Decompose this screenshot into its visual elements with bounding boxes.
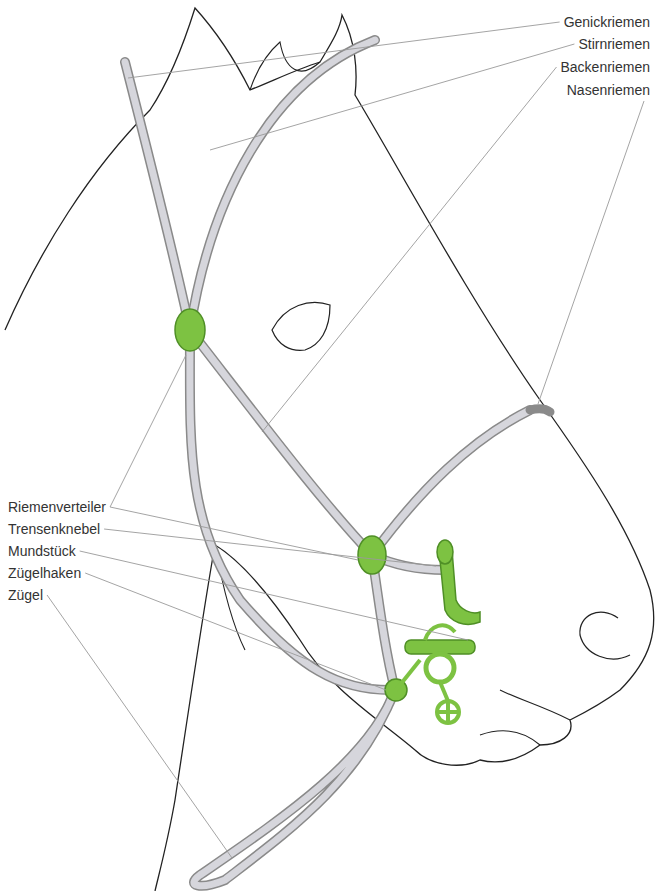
horse-eye: [272, 302, 330, 350]
part-label: Riemenverteiler: [8, 499, 106, 515]
cheek-strap: [190, 330, 372, 555]
noseband-strap: [372, 410, 530, 555]
rein-hook-bar: [396, 660, 420, 690]
strap-divider-lower: [358, 536, 386, 574]
leader-line: [47, 595, 232, 858]
bit-pendant-cross: [437, 701, 459, 723]
rein-strap: [194, 690, 395, 886]
strap-divider-upper: [175, 309, 205, 351]
part-label: Backenriemen: [561, 59, 651, 75]
part-label: Zügel: [8, 587, 43, 603]
bit-link: [425, 625, 455, 640]
bit-pendant: [437, 701, 459, 723]
bit-toggle-top: [437, 540, 453, 564]
horse-head-outline: [5, 8, 654, 765]
horse-mouth: [500, 690, 570, 720]
part-label: Genickriemen: [564, 14, 650, 30]
bit-link: [440, 682, 448, 701]
leader-line: [104, 529, 436, 566]
crown-and-throat-strap: [125, 62, 390, 690]
horse-nostril: [580, 612, 630, 659]
part-label: Mundstück: [8, 543, 76, 559]
bit-ring: [426, 654, 454, 682]
leader-line: [210, 44, 574, 150]
noseband-front: [530, 409, 550, 412]
leader-line: [80, 551, 468, 640]
horse-jaw-outline: [155, 545, 415, 891]
browband-strap: [190, 40, 375, 330]
part-label: Nasenriemen: [567, 82, 650, 98]
part-label: Trensenknebel: [8, 521, 100, 537]
part-label: Zügelhaken: [8, 565, 81, 581]
leader-line: [262, 67, 557, 432]
leader-line: [538, 101, 644, 404]
leader-line: [128, 22, 560, 78]
leader-line: [85, 573, 386, 690]
horse-lip: [480, 731, 540, 745]
leader-line: [110, 355, 186, 507]
part-label: Stirnriemen: [578, 36, 650, 52]
